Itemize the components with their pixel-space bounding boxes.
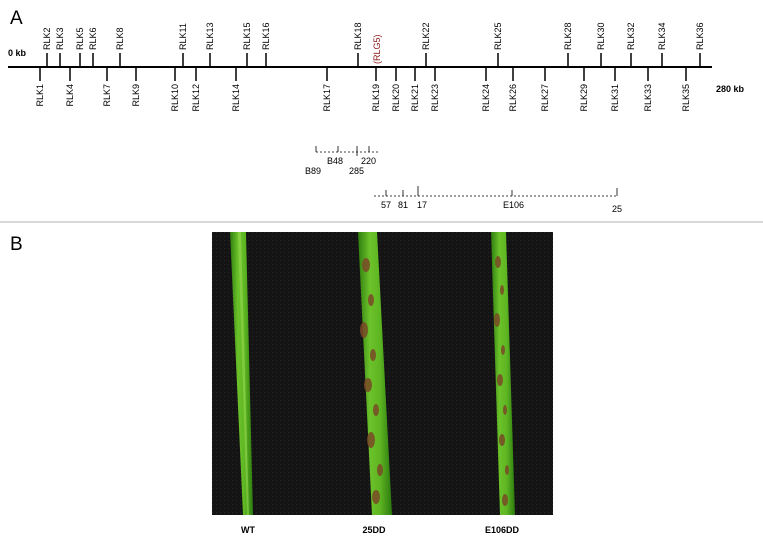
lesion-e106dd-8	[502, 494, 508, 506]
gene-label-rlk13: RLK13	[205, 22, 215, 50]
gene-label-rlk8: RLK8	[115, 27, 125, 50]
leaf-e106dd	[491, 232, 515, 515]
lesion-25dd-3	[370, 349, 376, 361]
gene-label-rlk11: RLK11	[178, 23, 188, 50]
gene-label-rlk1: RLK1	[35, 84, 45, 107]
clone-map-e	[374, 186, 618, 197]
clone-b-label-3: 220	[361, 156, 376, 166]
leaf-25dd-lesions	[360, 258, 383, 504]
gene-label-rlk35: RLK35	[681, 84, 691, 112]
gene-label-rlk33: RLK33	[643, 84, 653, 112]
gene-label-rlk36: RLK36	[695, 22, 705, 50]
clone-e-labels: 57 81 17 E106 25	[381, 200, 622, 214]
gene-label-rlk20: RLK20	[391, 84, 401, 112]
gene-label-rlk15: RLK15	[242, 22, 252, 50]
clone-e-label-0: 57	[381, 200, 391, 210]
gene-label-rlk16: RLK16	[261, 22, 271, 50]
lesion-25dd-5	[373, 404, 379, 416]
clone-b-label-0: B89	[305, 166, 321, 176]
lesion-25dd-8	[372, 490, 380, 504]
leaf-25dd	[358, 232, 392, 515]
gene-label-rlk23: RLK23	[430, 84, 440, 112]
clone-b-label-2: 285	[349, 166, 364, 176]
clone-e-label-3: E106	[503, 200, 524, 210]
gene-label-rlk3: RLK3	[55, 27, 65, 50]
panel-a-letter: A	[10, 8, 23, 29]
lesion-25dd-0	[362, 258, 370, 272]
clone-e-label-4: 25	[612, 204, 622, 214]
lesion-25dd-2	[360, 322, 368, 338]
panel-b-letter: B	[10, 234, 23, 255]
leaf-wt	[230, 232, 253, 515]
rlg5-highlight-label: (RLG5)	[372, 34, 382, 64]
gene-label-rlk22: RLK22	[421, 22, 431, 50]
gene-label-rlk14: RLK14	[231, 84, 241, 112]
panel-b: B WT 25DD E106DD	[10, 232, 553, 535]
clone-e-label-2: 17	[417, 200, 427, 210]
gene-label-rlk32: RLK32	[626, 22, 636, 50]
gene-label-rlk4: RLK4	[65, 84, 75, 107]
label-wt: WT	[241, 525, 255, 535]
leaf-wt-midrib	[238, 232, 249, 515]
gene-label-rlk24: RLK24	[481, 84, 491, 112]
end-kb-label: 280 kb	[716, 84, 745, 94]
gene-label-rlk2: RLK2	[42, 27, 52, 50]
lesion-25dd-4	[364, 378, 372, 392]
gene-label-rlk28: RLK28	[563, 22, 573, 50]
gene-label-rlk25: RLK25	[493, 22, 503, 50]
gene-label-rlk10: RLK10	[170, 84, 180, 112]
clone-b-label-1: B48	[327, 156, 343, 166]
lesion-e106dd-4	[497, 374, 503, 386]
start-kb-label: 0 kb	[8, 48, 27, 58]
lesion-25dd-6	[367, 432, 375, 448]
lesion-e106dd-6	[499, 434, 505, 446]
gene-label-rlk12: RLK12	[191, 84, 201, 112]
label-e106dd: E106DD	[485, 525, 520, 535]
lesion-25dd-7	[377, 464, 383, 476]
gene-label-rlk5: RLK5	[75, 27, 85, 50]
lesion-e106dd-2	[494, 313, 500, 327]
gene-label-rlk6: RLK6	[88, 27, 98, 50]
label-25dd: 25DD	[362, 525, 386, 535]
gene-label-rlk27: RLK27	[540, 84, 550, 112]
gene-label-rlk19: RLK19	[371, 84, 381, 112]
gene-label-rlk30: RLK30	[596, 22, 606, 50]
leaf-e106dd-lesions	[494, 256, 509, 506]
lesion-e106dd-5	[503, 405, 507, 415]
gene-label-rlk34: RLK34	[657, 22, 667, 50]
clone-map-b	[315, 146, 378, 156]
gene-label-rlk31: RLK31	[610, 84, 620, 112]
lesion-e106dd-0	[495, 256, 501, 268]
gene-label-rlk17: RLK17	[322, 84, 332, 112]
clone-e-label-1: 81	[398, 200, 408, 210]
gene-label-rlk29: RLK29	[579, 84, 589, 112]
gene-label-rlk7: RLK7	[102, 84, 112, 107]
lesion-25dd-1	[368, 294, 374, 306]
lesion-e106dd-1	[500, 285, 504, 295]
lesion-e106dd-7	[505, 465, 509, 475]
genes-bottom-group: RLK1 RLK4 RLK7 RLK9 RLK10 RLK12 RLK14 RLK17 RLK1…	[35, 67, 691, 112]
gene-label-rlk9: RLK9	[131, 84, 141, 107]
gene-label-rlk26: RLK26	[508, 84, 518, 112]
gene-label-rlk18: RLK18	[353, 22, 363, 50]
lesion-e106dd-3	[501, 345, 505, 355]
gene-label-rlk21: RLK21	[410, 84, 420, 112]
